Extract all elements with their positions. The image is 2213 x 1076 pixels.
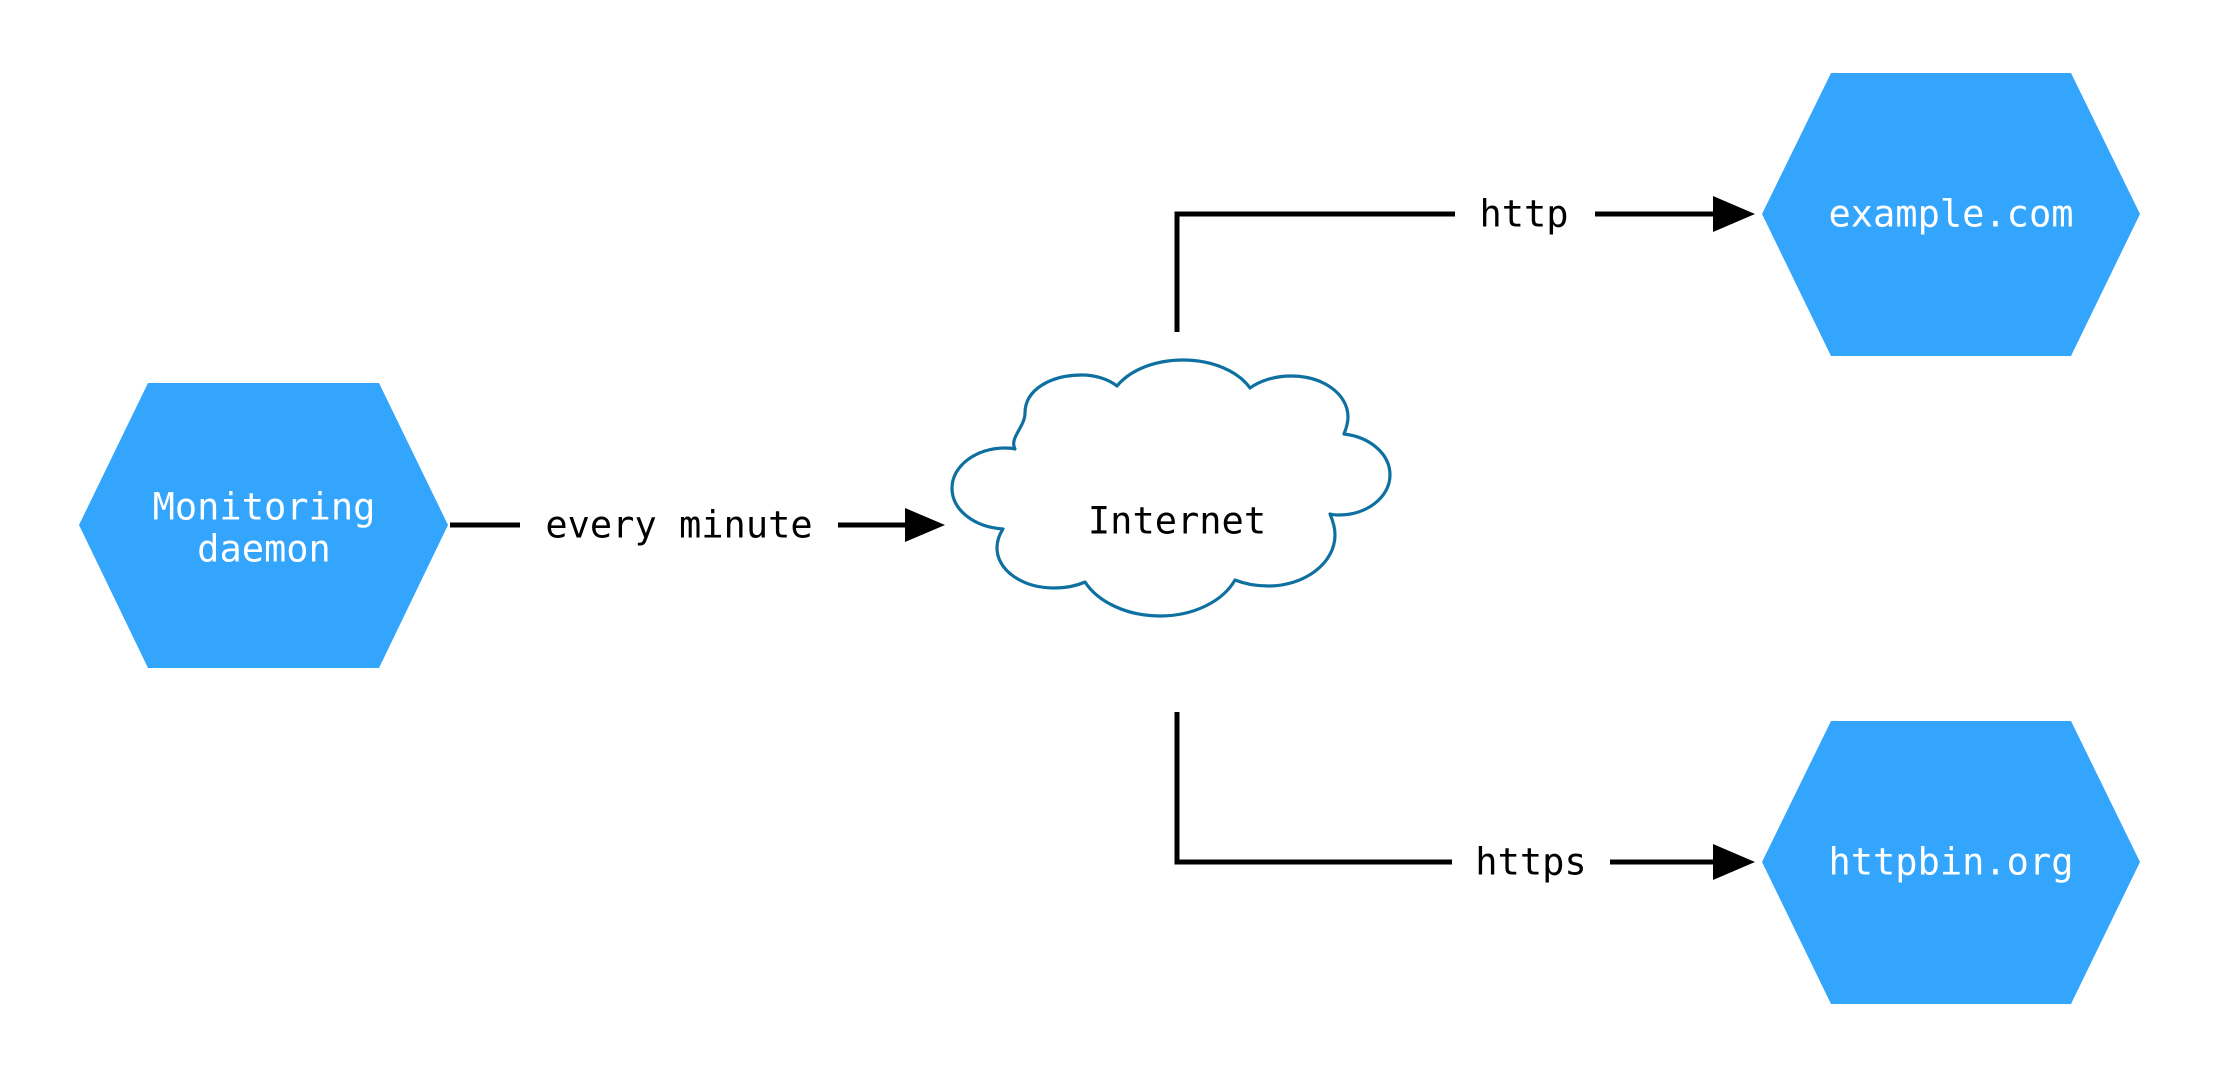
httpbin-org-hexagon [1762,721,2140,1004]
edge-internet-to-example[interactable]: http [1174,193,1755,333]
edge-label-https: https [1475,841,1586,884]
edge-internet-to-httpbin[interactable]: https [1174,712,1755,884]
monitoring-daemon-label-line2: daemon [197,528,331,571]
edge-internet-to-example-elbow [1174,211,1455,332]
edge-internet-to-example-arrowhead [1713,196,1755,232]
internet-label: Internet [1088,500,1266,543]
monitoring-daemon-hexagon [79,383,448,668]
edge-internet-to-httpbin-elbow [1174,712,1452,865]
example-com-label: example.com [1828,193,2073,236]
edge-internet-to-httpbin-arrowhead [1713,844,1755,880]
internet-cloud-shape [950,358,1392,618]
node-httpbin-org[interactable]: httpbin.org [1762,721,2140,1004]
node-internet[interactable]: Internet [950,358,1392,618]
node-monitoring-daemon[interactable]: Monitoring daemon [79,383,448,668]
example-com-hexagon [1762,73,2140,356]
edge-daemon-to-internet[interactable]: every minute [450,504,945,547]
node-example-com[interactable]: example.com [1762,73,2140,356]
edge-daemon-to-internet-arrowhead [905,508,945,542]
monitoring-daemon-label-line1: Monitoring [153,486,376,529]
httpbin-org-label: httpbin.org [1828,841,2073,884]
edge-label-http: http [1479,193,1568,236]
edge-label-every-minute: every minute [545,504,812,547]
